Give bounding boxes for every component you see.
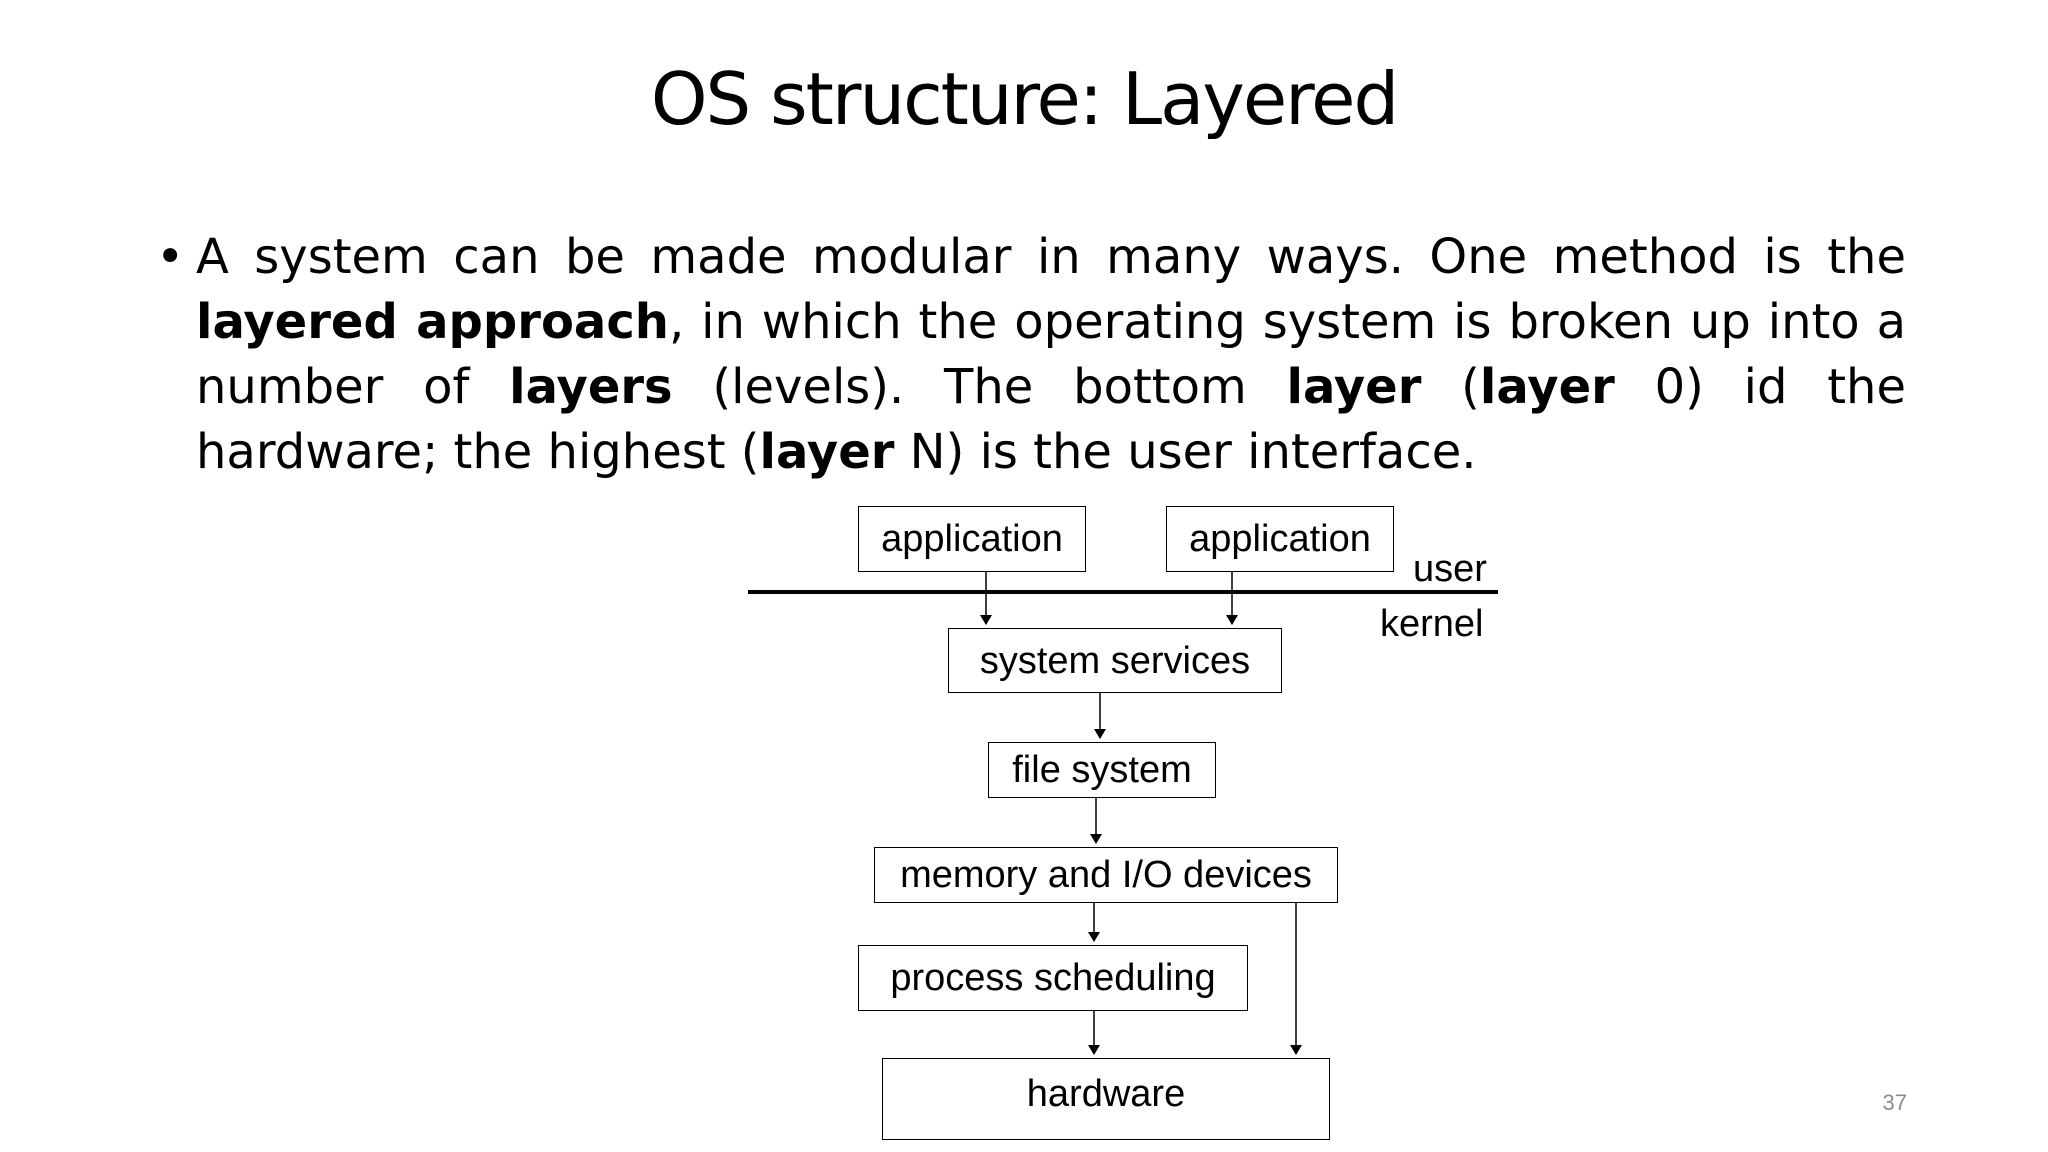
hardware-label: hardware (1026, 1073, 1186, 1115)
bullet-segment: , in which the operating system is broke… (196, 294, 1907, 415)
application-box-2: application (1166, 506, 1394, 572)
bullet-segment: N) is the user interface. (894, 424, 1477, 480)
memory-io-label: memory and I/O devices (900, 854, 1312, 896)
bullet-emphasis: layer (1286, 359, 1422, 415)
hardware-box: hardware (882, 1058, 1330, 1140)
kernel-zone-label: kernel (1380, 603, 1484, 645)
file-system-box: file system (988, 742, 1216, 798)
bullet-segment: 0) id the hardware; the highest ( (196, 359, 1906, 480)
bullet-emphasis: layer (1479, 359, 1615, 415)
application-box-2-label: application (1189, 518, 1371, 560)
application-box-1: application (858, 506, 1086, 572)
bullet-segment: ( (1421, 359, 1480, 415)
process-scheduling-label: process scheduling (890, 957, 1216, 999)
user-zone-label: user (1413, 548, 1487, 590)
system-services-label: system services (979, 639, 1251, 682)
bullet-segment: A system can be made modular in many way… (196, 229, 1906, 285)
process-scheduling-box: process scheduling (858, 945, 1248, 1011)
application-box-1-label: application (881, 518, 1063, 560)
bullet-emphasis: layers (509, 359, 673, 415)
memory-io-box: memory and I/O devices (874, 847, 1338, 903)
file-system-label: file system (1012, 749, 1192, 791)
slide-title: OS structure: Layered (650, 57, 1399, 141)
bullet-emphasis: layered approach (196, 294, 669, 350)
bullet-emphasis: layer (759, 424, 895, 480)
bullet-text: A system can be made modular in many way… (196, 225, 1906, 485)
bullet-marker: • (156, 229, 185, 285)
page-number: 37 (1882, 1090, 1907, 1115)
bullet-segment: (levels). The bottom (672, 359, 1287, 415)
system-services-box: system services (948, 628, 1282, 693)
